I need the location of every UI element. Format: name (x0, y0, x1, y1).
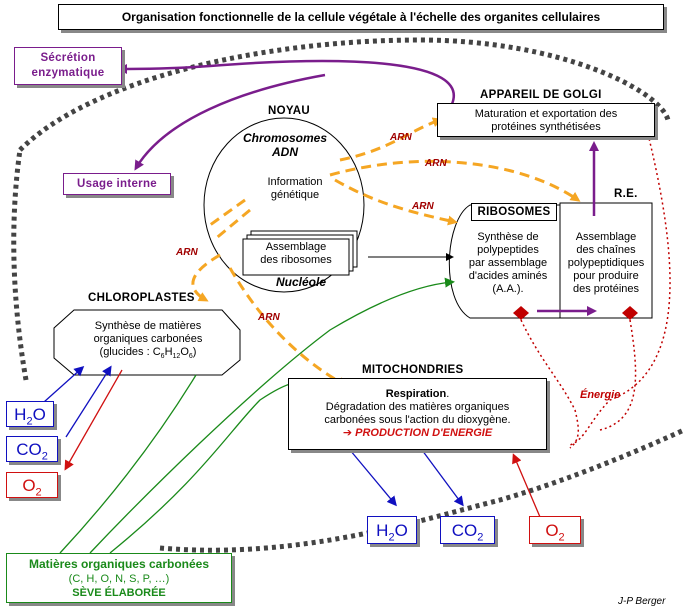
ribosomes-line2: polypeptides (477, 244, 539, 256)
mito-line1: Dégradation des matières organiques (325, 401, 510, 413)
o2-bottom-sub: 2 (558, 531, 565, 544)
ribosomes-line4: d'acides aminés (468, 270, 548, 282)
chloro-sub3: 6 (188, 353, 193, 361)
author-credit: J-P Berger (618, 596, 666, 607)
h2o-bottom-tail: O (394, 521, 408, 540)
h2o-bottom-sub: 2 (388, 531, 395, 544)
matieres-line1: Matières organiques carbonées (28, 557, 210, 571)
chloro-line2: organiques carbonées (93, 333, 203, 345)
golgi-line2: protéines synthétisées (491, 121, 601, 133)
re-line4: pour produire (573, 270, 639, 282)
production-energie: ➔ PRODUCTION D'ENERGIE (342, 427, 493, 439)
ribosome-shape (448, 204, 561, 319)
nucleole-box (242, 238, 350, 276)
matieres-line2: (C, H, O, N, S, P, …) (68, 573, 170, 585)
co2-bottom-box: CO2 (440, 516, 495, 544)
info-line1: Information (267, 176, 323, 188)
arn-label-1: ARN (390, 132, 412, 143)
golgi-line1: Maturation et exportation des (474, 108, 618, 120)
chloro-formula-o: O (180, 346, 189, 358)
assemblage-line1: Assemblage (265, 241, 327, 253)
cell-membrane-left (11, 149, 29, 381)
chromosomes-label: Chromosomes ADN (230, 131, 340, 159)
h2o-left-tail: O (32, 405, 46, 424)
re-label: R.E. (614, 188, 638, 200)
adn-text: ADN (272, 145, 298, 159)
matieres-line3: SÈVE ÉLABORÉE (72, 587, 166, 599)
ribosomes-label: RIBOSOMES (471, 203, 557, 221)
o2-left-sub: 2 (35, 486, 42, 499)
diagram-title: Organisation fonctionnelle de la cellule… (58, 4, 664, 30)
usage-interne-box: Usage interne (63, 173, 171, 195)
re-line2: des chaînes (576, 244, 636, 256)
chromosomes-text: Chromosomes (242, 131, 328, 145)
respiration-word: Respiration (385, 388, 447, 400)
chloroplastes-text: Synthèse de matières organiques carbonée… (58, 320, 238, 363)
h2o-left-box: H2O (6, 401, 54, 427)
h2o-bottom-base: H (376, 521, 389, 540)
nucleole-label: Nucléole (276, 275, 327, 289)
secretion-line2: enzymatique (31, 67, 105, 79)
re-box (559, 202, 653, 319)
secretion-line1: Sécrétion (40, 52, 96, 64)
chloro-sub1: 6 (160, 353, 165, 361)
ribosomes-line5: (A.A.). (492, 283, 524, 295)
information-genetique: Information génétique (240, 176, 350, 202)
chloroplast-shape (53, 309, 241, 376)
h2o-left-base: H (14, 405, 27, 424)
assemblage-ribosomes: Assemblage des ribosomes (243, 241, 349, 267)
chloro-line1: Synthèse de matières (94, 320, 202, 332)
o2-bottom-base: O (545, 521, 559, 540)
o2-left-box: O2 (6, 472, 58, 498)
chloro-formula-start: (glucides : C (99, 346, 161, 358)
o2-left-base: O (22, 476, 36, 495)
co2-left-sub: 2 (41, 450, 48, 463)
info-line2: génétique (270, 189, 320, 201)
mitochondries-label: MITOCHONDRIES (362, 364, 464, 376)
re-line5: des protéines (572, 283, 640, 295)
secretion-box: Sécrétion enzymatique (14, 47, 122, 85)
noyau-label: NOYAU (268, 105, 310, 117)
co2-bottom-sub: 2 (477, 531, 484, 544)
co2-left-base: CO (16, 440, 42, 459)
chloro-line3: (glucides : C6H12O6) (58, 346, 238, 363)
chloro-formula-end: ) (192, 346, 197, 358)
ribosomes-line1: Synthèse de (477, 231, 539, 243)
golgi-box: Maturation et exportation des protéines … (437, 103, 655, 137)
ribosomes-line3: par assemblage (468, 257, 548, 269)
cell-membrane (18, 37, 671, 152)
arn-label-4: ARN (176, 247, 198, 258)
arn-label-2: ARN (425, 158, 447, 169)
chloro-formula-h: H (164, 346, 173, 358)
h2o-left-sub: 2 (26, 415, 33, 428)
ribosomes-text: Synthèse de polypeptides par assemblage … (456, 231, 560, 296)
mitochondries-box: Respiration. Dégradation des matières or… (288, 378, 547, 450)
cell-membrane-bottom (159, 427, 686, 553)
assemblage-line2: des ribosomes (260, 254, 332, 266)
arn-label-3: ARN (412, 201, 434, 212)
matieres-box: Matières organiques carbonées (C, H, O, … (6, 553, 232, 603)
chloro-sub2: 12 (172, 353, 181, 361)
chloroplastes-label: CHLOROPLASTES (88, 292, 195, 304)
o2-bottom-box: O2 (529, 516, 581, 544)
energie-label: Énergie (580, 389, 621, 401)
co2-bottom-base: CO (451, 521, 478, 540)
re-line1: Assemblage (575, 231, 637, 243)
co2-left-box: CO2 (6, 436, 58, 462)
mito-line2: carbonées sous l'action du dioxygène. (324, 414, 511, 426)
arn-label-5: ARN (258, 312, 280, 323)
golgi-label: APPAREIL DE GOLGI (480, 89, 602, 101)
re-line3: polypeptidiques (567, 257, 645, 269)
re-text: Assemblage des chaînes polypeptidiques p… (560, 231, 652, 296)
respiration-line: Respiration. (385, 388, 450, 400)
h2o-bottom-box: H2O (367, 516, 417, 544)
